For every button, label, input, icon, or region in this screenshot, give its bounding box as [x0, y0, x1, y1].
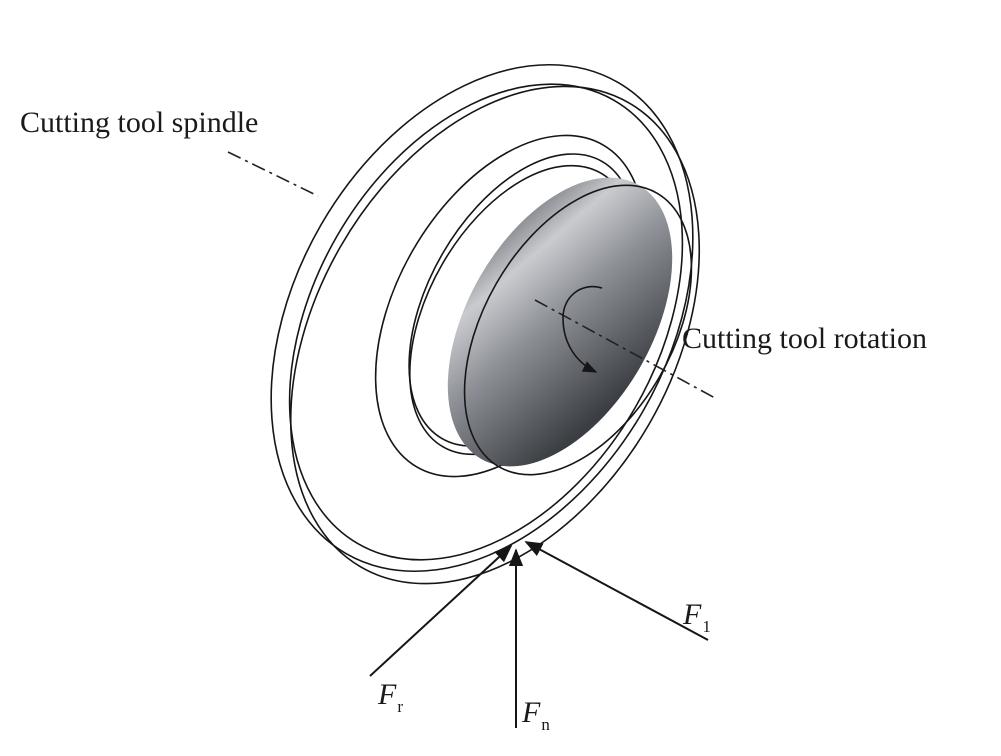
- spindle-label: Cutting tool spindle: [20, 106, 258, 139]
- rotation-label: Cutting tool rotation: [682, 322, 927, 355]
- rotation-arrow-icon: [562, 285, 603, 373]
- force-label-r: Fr: [377, 678, 403, 716]
- hub-end-cap: [463, 184, 693, 476]
- spindle-axis-lower: [534, 299, 716, 399]
- force-arrow-1: [524, 541, 709, 641]
- force-arrow-r: [369, 544, 513, 677]
- force-vectors: [369, 541, 709, 728]
- outer-rim: [270, 63, 694, 573]
- back-flange: [289, 85, 701, 585]
- force-label-n: Fn: [521, 696, 550, 734]
- force-label-1: F1: [682, 598, 711, 636]
- hub-cylinder: [408, 164, 673, 467]
- spindle-axis-upper: [227, 151, 319, 197]
- front-face: [288, 83, 684, 561]
